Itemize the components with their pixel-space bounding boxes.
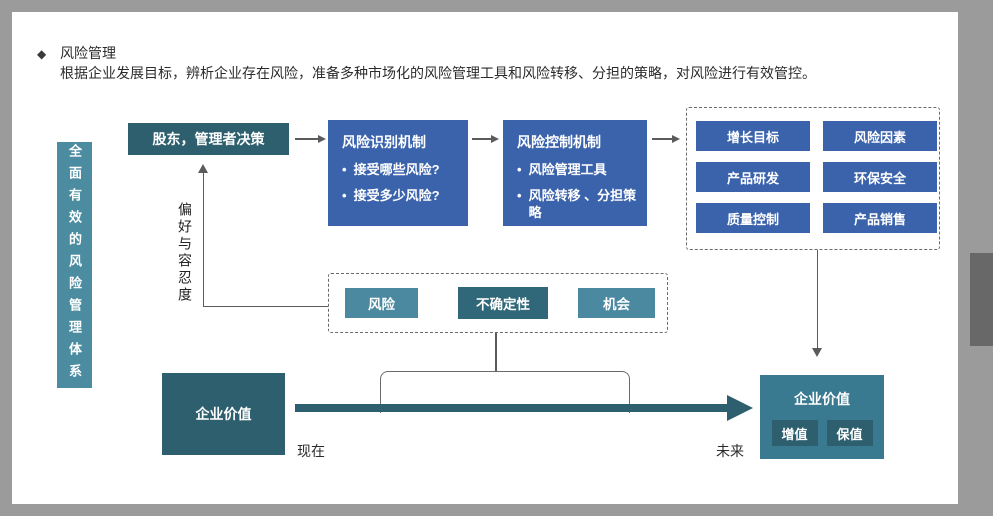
domain-box: 环保安全 bbox=[823, 162, 937, 192]
domain-box: 风险因素 bbox=[823, 121, 937, 151]
decision-box: 股东，管理者决策 bbox=[128, 123, 289, 155]
factor-box-opportunity: 机会 bbox=[578, 288, 655, 318]
future-value-title: 企业价值 bbox=[794, 391, 850, 407]
system-vertical-banner-label: 全面有效的风险管理体系 bbox=[67, 144, 82, 386]
value-badge-preservation: 保值 bbox=[826, 420, 873, 446]
list-item-label: 风险转移 、分担策略 bbox=[528, 187, 637, 220]
page-description: 根据企业发展目标，辨析企业存在风险，准备多种市场化的风险管理工具和风险转移、分担… bbox=[60, 65, 816, 81]
domain-box: 质量控制 bbox=[696, 203, 810, 233]
risk-control-box: 风险控制机制 • 风险管理工具 • 风险转移 、分担策略 bbox=[503, 120, 647, 226]
list-item: • 风险转移 、分担策略 bbox=[517, 188, 637, 222]
feedback-line-vertical bbox=[202, 173, 204, 307]
bullet-dot-icon: • bbox=[342, 187, 347, 203]
bullet-dot-icon: • bbox=[517, 187, 522, 203]
list-item: • 接受多少风险? bbox=[342, 188, 458, 205]
list-item-label: 接受多少风险? bbox=[353, 187, 440, 203]
future-label: 未来 bbox=[716, 443, 744, 459]
list-item-label: 接受哪些风险? bbox=[353, 162, 440, 177]
future-value-box: 企业价值 增值 保值 bbox=[760, 375, 884, 459]
timeline-arrowhead-icon bbox=[727, 395, 753, 421]
risk-identification-title: 风险识别机制 bbox=[342, 134, 426, 150]
domain-box: 增长目标 bbox=[696, 121, 810, 151]
domain-box: 产品销售 bbox=[823, 203, 937, 233]
risk-identification-list: • 接受哪些风险? • 接受多少风险? bbox=[328, 162, 468, 205]
right-arrowhead-icon bbox=[672, 134, 680, 143]
factors-connector-line bbox=[495, 333, 497, 371]
diamond-bullet-icon: ◆ bbox=[37, 47, 47, 61]
factor-box-risk: 风险 bbox=[345, 288, 418, 318]
system-vertical-banner: 全面有效的风险管理体系 bbox=[57, 142, 92, 388]
domain-box: 产品研发 bbox=[696, 162, 810, 192]
domains-to-value-line bbox=[816, 250, 818, 348]
risk-control-title: 风险控制机制 bbox=[517, 134, 601, 150]
factors-group: 风险 不确定性 机会 bbox=[328, 273, 668, 333]
down-arrowhead-icon bbox=[812, 348, 822, 357]
list-item-label: 风险管理工具 bbox=[528, 162, 607, 177]
right-arrowhead-icon bbox=[318, 134, 326, 143]
risk-control-list: • 风险管理工具 • 风险转移 、分担策略 bbox=[503, 162, 647, 222]
scrollbar-thumb[interactable] bbox=[970, 253, 993, 346]
timeline-arrow-bar bbox=[295, 404, 728, 412]
risk-identification-box: 风险识别机制 • 接受哪些风险? • 接受多少风险? bbox=[328, 120, 468, 226]
up-arrowhead-icon bbox=[198, 164, 208, 173]
bullet-dot-icon: • bbox=[517, 162, 522, 177]
list-item: • 接受哪些风险? bbox=[342, 162, 458, 179]
right-arrowhead-icon bbox=[491, 134, 499, 143]
domains-group: 增长目标 风险因素 产品研发 环保安全 质量控制 产品销售 bbox=[686, 107, 940, 250]
now-label: 现在 bbox=[297, 443, 325, 459]
list-item: • 风险管理工具 bbox=[517, 162, 637, 179]
flow-arrow-line bbox=[472, 138, 492, 140]
slide-page: ◆ 风险管理 根据企业发展目标，辨析企业存在风险，准备多种市场化的风险管理工具和… bbox=[12, 12, 958, 504]
flow-arrow-line bbox=[652, 138, 673, 140]
flow-arrow-line bbox=[295, 138, 319, 140]
feedback-line-horizontal bbox=[202, 305, 329, 307]
present-value-box: 企业价值 bbox=[162, 373, 285, 455]
range-bracket bbox=[380, 370, 630, 413]
value-badge-appreciation: 增值 bbox=[771, 420, 818, 446]
page-title: 风险管理 bbox=[60, 45, 116, 61]
preference-tolerance-label: 偏好与容忍度 bbox=[177, 202, 193, 304]
bullet-dot-icon: • bbox=[342, 162, 347, 177]
factor-box-uncertainty: 不确定性 bbox=[458, 287, 548, 319]
